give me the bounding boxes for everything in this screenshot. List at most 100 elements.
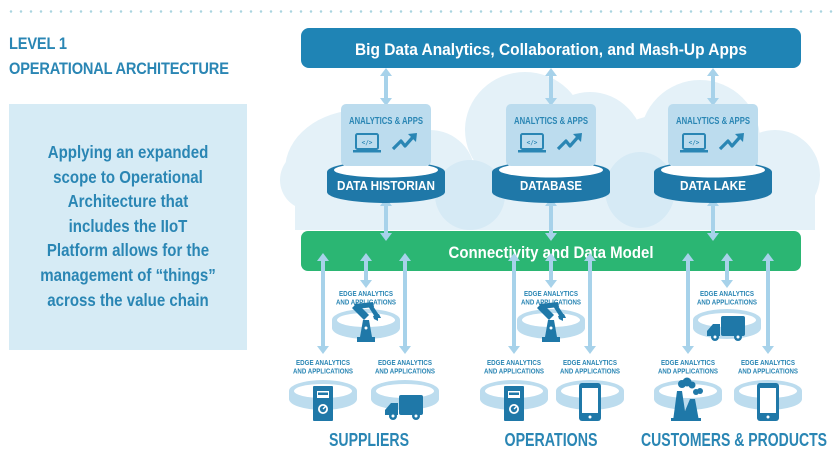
- phone-icon: [757, 383, 779, 421]
- double-arrow: [399, 253, 411, 354]
- description-line: Platform allows for the: [46, 240, 210, 261]
- arrow-shaft: [384, 206, 388, 233]
- arrow-head-down: [317, 346, 329, 354]
- edge-label-line1: EDGE ANALYTICS: [378, 358, 432, 367]
- store-name: DATABASE: [520, 178, 582, 193]
- arrow-head-down: [508, 346, 520, 354]
- apps-box: [668, 104, 758, 166]
- middle-bar-label: Connectivity and Data Model: [449, 243, 654, 262]
- arrow-head-up: [399, 253, 411, 261]
- arrow-head-down: [721, 280, 733, 288]
- description-line: across the value chain: [47, 289, 209, 310]
- data-store: ANALYTICS & APPS</>DATABASE: [492, 104, 610, 203]
- arrow-head-up: [721, 253, 733, 261]
- cylinder-top: [334, 162, 438, 178]
- arrow-head-up: [584, 253, 596, 261]
- double-arrow: [360, 253, 372, 288]
- apps-box: [506, 104, 596, 166]
- arrow-head-up: [545, 253, 557, 261]
- apps-label: ANALYTICS & APPS: [349, 116, 423, 127]
- dotted-divider: [6, 10, 833, 13]
- description-box: Applying an expanded scope to Operationa…: [9, 104, 247, 350]
- phone-icon: [579, 383, 601, 421]
- data-stores: ANALYTICS & APPS</>DATA HISTORIANANALYTI…: [327, 104, 772, 203]
- robot-arm-icon: [537, 302, 566, 342]
- arrow-shaft: [549, 261, 553, 280]
- description-text: Applying an expanded scope to Operationa…: [26, 140, 231, 312]
- double-arrow: [380, 68, 392, 106]
- description-line: scope to Operational: [53, 166, 203, 187]
- double-arrow: [545, 253, 557, 288]
- group-label-suppliers: SUPPLIERS: [329, 430, 409, 450]
- arrow-head-down: [707, 233, 719, 241]
- double-arrow: [545, 68, 557, 106]
- svg-text:</>: </>: [689, 140, 700, 147]
- apps-box: [341, 104, 431, 166]
- arrow-head-up: [317, 253, 329, 261]
- arrow-head-up: [545, 68, 557, 76]
- edge-label-line1: EDGE ANALYTICS: [661, 358, 715, 367]
- arrow-head-down: [360, 280, 372, 288]
- double-arrow: [317, 253, 329, 354]
- store-name: DATA LAKE: [680, 178, 746, 193]
- level-label: LEVEL 1: [9, 34, 67, 53]
- arrow-shaft: [321, 261, 325, 346]
- trend-up-icon: [718, 133, 744, 151]
- arrow-head-up: [508, 253, 520, 261]
- description-line: Applying an expanded: [47, 142, 209, 162]
- middle-bar: [301, 231, 801, 271]
- arrow-shaft: [588, 261, 592, 346]
- edge-label-line2: AND APPLICATIONS: [738, 367, 798, 376]
- truck-icon: [707, 316, 745, 341]
- arrow-head-down: [707, 98, 719, 106]
- double-arrow: [762, 253, 774, 354]
- edge-ring: [654, 380, 722, 410]
- laptop-code-icon: </>: [353, 133, 381, 153]
- arrow-head-down: [380, 233, 392, 241]
- meter-icon: [504, 386, 524, 421]
- arrow-shaft: [711, 206, 715, 233]
- arrow-head-down: [380, 98, 392, 106]
- double-arrow: [584, 253, 596, 354]
- edge-label-line2: AND APPLICATIONS: [521, 298, 581, 307]
- arrow-head-down: [545, 280, 557, 288]
- arrow-shaft: [384, 76, 388, 98]
- trend-up-icon: [391, 133, 417, 151]
- factory-icon: [671, 377, 703, 421]
- group-label-customers-products: CUSTOMERS & PRODUCTS: [641, 430, 827, 450]
- arrow-shaft: [686, 261, 690, 346]
- arrow-shaft: [711, 76, 715, 98]
- edge-label-line2: AND APPLICATIONS: [484, 367, 544, 376]
- robot-arm-icon: [352, 302, 381, 342]
- group-label-operations: OPERATIONS: [505, 430, 598, 450]
- arrow-head-up: [682, 253, 694, 261]
- arrow-shaft: [766, 261, 770, 346]
- arrow-head-down: [399, 346, 411, 354]
- laptop-code-icon: </>: [680, 133, 708, 153]
- arrow-head-up: [380, 68, 392, 76]
- edge-label-line2: AND APPLICATIONS: [697, 298, 757, 307]
- edge-label-line1: EDGE ANALYTICS: [700, 289, 754, 298]
- arrow-shaft: [549, 206, 553, 233]
- edge-label-line1: EDGE ANALYTICS: [524, 289, 578, 298]
- top-bar-label: Big Data Analytics, Collaboration, and M…: [355, 40, 747, 59]
- arrow-head-up: [762, 253, 774, 261]
- apps-label: ANALYTICS & APPS: [676, 116, 750, 127]
- arrow-head-down: [545, 233, 557, 241]
- edge-label-line2: AND APPLICATIONS: [375, 367, 435, 376]
- laptop-code-icon: </>: [518, 133, 546, 153]
- double-arrow: [707, 68, 719, 106]
- arrow-head-up: [707, 68, 719, 76]
